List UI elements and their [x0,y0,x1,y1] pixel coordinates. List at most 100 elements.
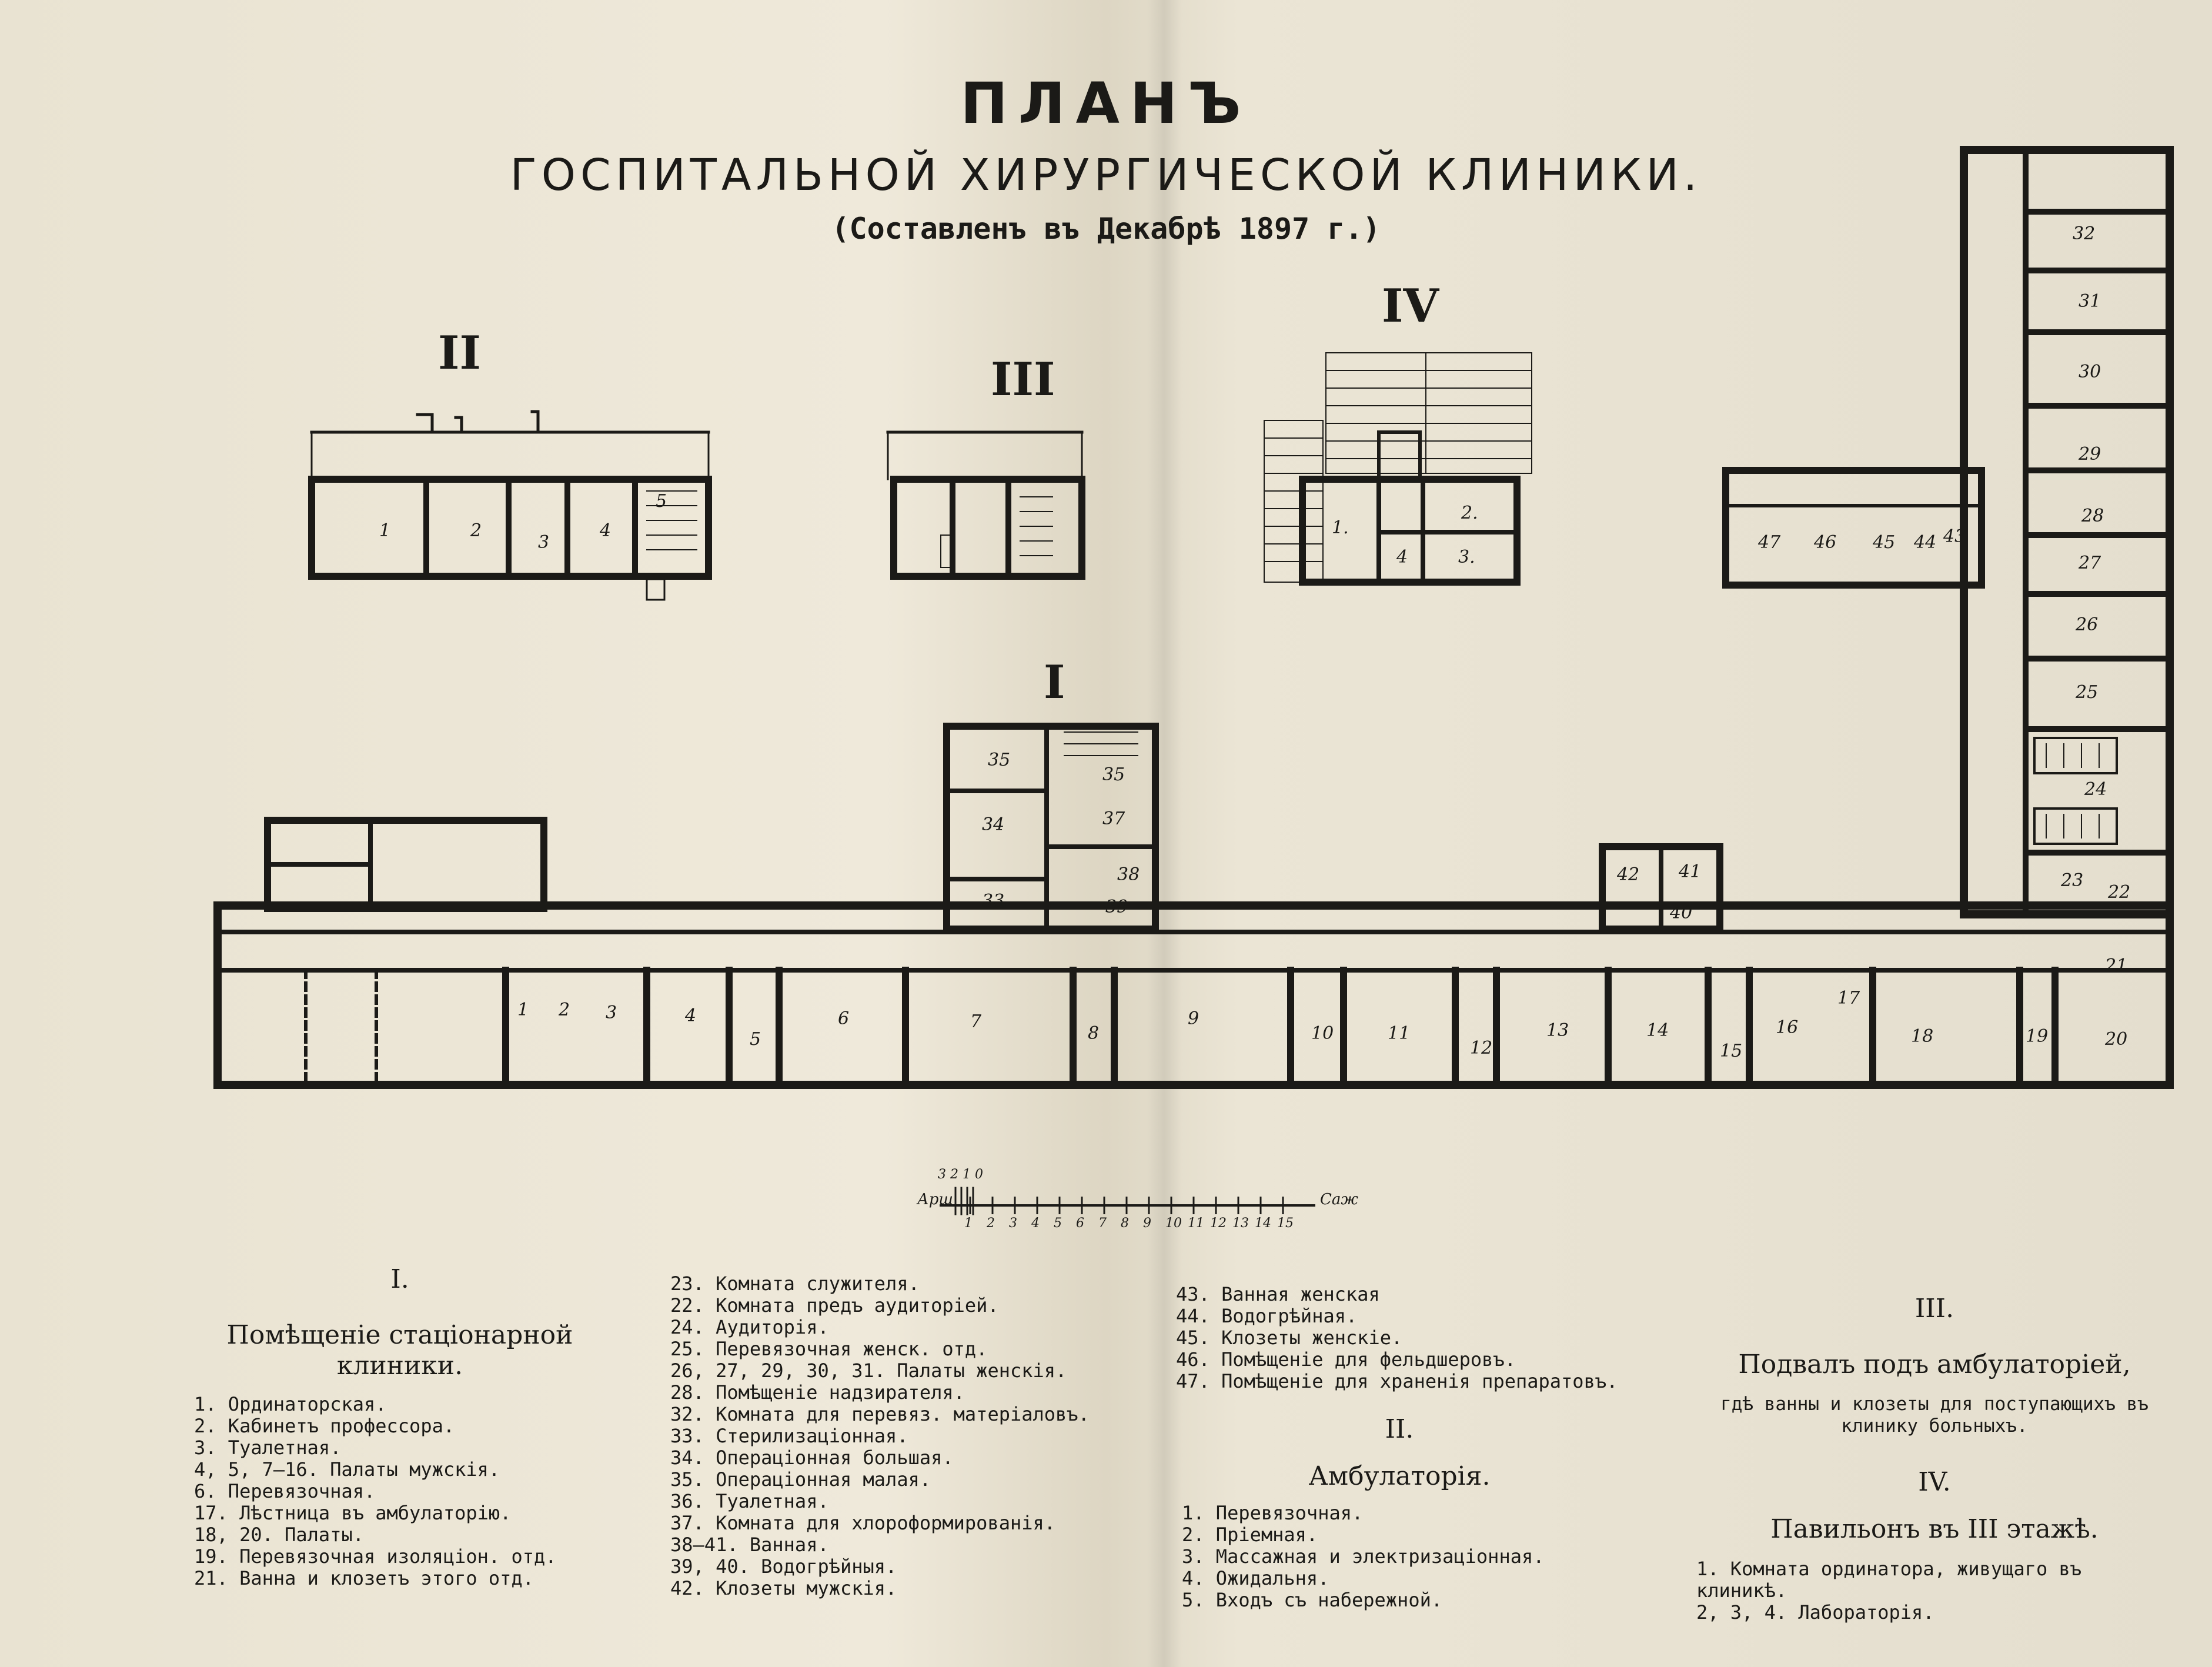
legend-item: 45. Клозеты женскіе. [1176,1327,1403,1349]
legend-item: 4. Ожидальня. [1182,1567,1329,1589]
room-label: 39 [1105,897,1128,917]
scale-tick-label: 2 [987,1216,995,1231]
page-subtitle: ГОСПИТАЛЬНОЙ ХИРУРГИЧЕСКОЙ КЛИНИКИ. [510,150,1702,201]
legend-item: 44. Водогрѣйная. [1176,1305,1358,1327]
room-label: 41 [1679,861,1702,882]
plan-iv-building [1264,352,1532,586]
legend-item: 5. Входъ съ набережной. [1182,1589,1443,1611]
scale-tick-label: 8 [1121,1216,1129,1231]
room-label: 4 [685,1005,697,1026]
page-title: ПЛАНЪ [960,71,1252,136]
room-label: 3 [606,1003,617,1023]
legend-item: 33. Стерилизаціонная. [670,1425,908,1447]
legend-item: 22. Комната предъ аудиторіей. [670,1294,999,1317]
room-label: 23 [2061,870,2084,891]
room-label: 33 [982,891,1005,911]
room-label-ii: 1 [379,520,391,541]
legend-item: 1. Ординаторская. [194,1393,387,1415]
room-label: 37 [1102,809,1125,829]
page-date: (Составленъ въ Декабрѣ 1897 г.) [831,212,1381,246]
legend-item: 4, 5, 7—16. Палаты мужскія. [194,1458,500,1481]
room-label: 19 [2026,1026,2049,1047]
room-label: 7 [970,1011,982,1032]
plan-iii-building [886,430,1085,580]
room-label: 30 [2079,362,2101,382]
room-label: 35 [1102,764,1125,785]
plan-label-iii: III [991,353,1055,406]
room-label: 29 [2079,444,2101,465]
room-label: 46 [1814,532,1837,553]
scale-right-unit: Саж [1320,1191,1358,1208]
scale-tick-label: 13 [1232,1216,1249,1231]
legend-item: 26, 27, 29, 30, 31. Палаты женскія. [670,1359,1067,1382]
room-label: 10 [1311,1023,1334,1044]
room-label-ii: 2 [470,520,482,541]
legend-i-numeral: I. [390,1264,409,1294]
scale-tick-label: 7 [1098,1216,1107,1231]
room-label: 45 [1873,532,1896,553]
scale-left-unit: Арш [917,1191,953,1208]
room-label-ii: 4 [600,520,612,541]
room-label: 17 [1837,988,1860,1008]
scale-top-ticks: 3 2 1 0 [938,1167,983,1182]
legend-item: 47. Помѣщеніе для храненія препаратовъ. [1176,1370,1618,1392]
room-label: 18 [1911,1026,1934,1047]
room-label: 6 [838,1008,850,1029]
room-label: 26 [2076,614,2099,635]
legend-item: 18, 20. Палаты. [194,1524,364,1546]
legend-i-col3: 43. Ванная женская 44. Водогрѣйная. 45. … [1176,1284,1618,1392]
room-label: 14 [1646,1020,1669,1041]
legend-item: 19. Перевязочная изоляціон. отд. [194,1545,557,1568]
room-label: 16 [1776,1017,1799,1038]
room-label: 31 [2079,291,2101,312]
legend-item: 2. Пріемная. [1182,1524,1318,1546]
legend-ii-numeral: II. [1385,1414,1414,1444]
legend-item: 21. Ванна и клозетъ этого отд. [194,1567,534,1589]
room-label: 9 [1188,1008,1199,1029]
legend-i-col2: 23. Комната служителя. 22. Комната предъ… [670,1273,1090,1599]
room-label-iv: 2. [1461,503,1478,523]
room-label: 47 [1758,532,1781,553]
legend-item: 6. Перевязочная. [194,1480,376,1502]
room-label: 34 [982,814,1005,835]
room-label: 24 [2084,779,2107,800]
legend-item: 2. Кабинетъ профессора. [194,1415,455,1437]
room-label: 27 [2079,553,2101,573]
legend-item: 37. Комната для хлороформированія. [670,1512,1056,1534]
legend-iv-numeral: IV. [1918,1467,1951,1497]
room-label: 1 [517,1000,529,1020]
plan-label-i: I [1044,656,1065,709]
room-label: 2 [559,1000,570,1020]
scale-tick-label: 6 [1076,1216,1084,1231]
legend-item: 28. Помѣщеніе надзирателя. [670,1381,965,1404]
legend-item: 32. Комната для перевяз. матеріаловъ. [670,1403,1090,1425]
legend-i-col1: 1. Ординаторская. 2. Кабинетъ профессора… [194,1394,557,1589]
legend-iii-numeral: III. [1914,1294,1954,1324]
room-label-ii: 5 [656,491,667,512]
room-label: 32 [2073,223,2096,244]
legend-iii-heading: Подвалъ подъ амбулаторіей, [1738,1349,2131,1379]
room-label-ii: 3 [538,532,550,553]
legend-item: 3. Массажная и электризаціонная. [1182,1545,1545,1568]
room-label: 35 [988,750,1011,770]
legend-iv-heading: Павильонъ въ III этажѣ. [1770,1514,2099,1544]
room-label: 44 [1914,532,1937,553]
legend-item: 23. Комната служителя. [670,1272,920,1295]
legend-i-heading: Помѣщеніе стаціонарной клиники. [226,1320,573,1381]
legend-iii-sub: гдѣ ванны и клозеты для поступающихъ въ … [1720,1394,2148,1437]
room-label: 38 [1117,864,1140,885]
room-label: 28 [2081,506,2104,526]
scale-tick-label: 12 [1210,1216,1227,1231]
room-label: 5 [750,1029,761,1050]
legend-item: 2, 3, 4. Лабораторія. [1696,1601,1934,1623]
legend-item: 24. Аудиторія. [670,1316,829,1338]
room-label: 40 [1670,903,1693,923]
room-label: 12 [1470,1038,1493,1058]
legend-item: 42. Клозеты мужскія. [670,1577,897,1599]
room-label: 43 [1943,526,1966,547]
legend-item: 36. Туалетная. [670,1490,829,1512]
scale-tick-label: 3 [1009,1216,1017,1231]
